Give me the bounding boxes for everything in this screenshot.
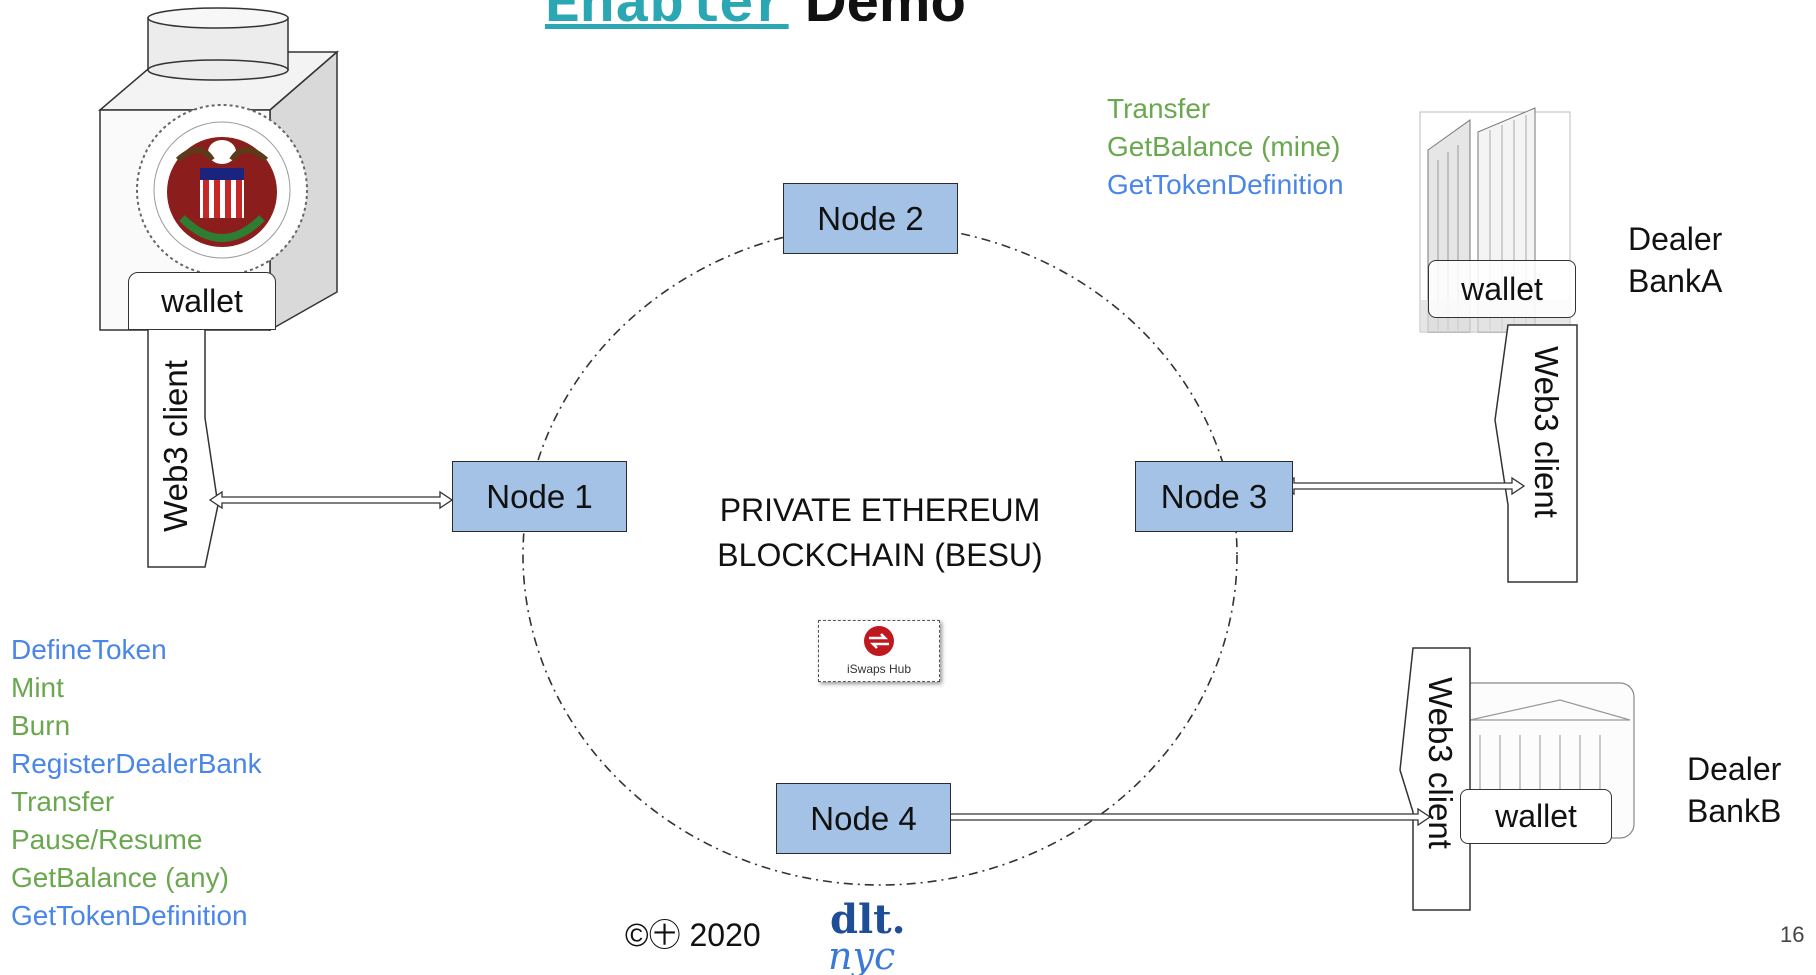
op-mint: Mint — [11, 672, 64, 703]
arrow-node3-banka — [1280, 476, 1526, 496]
page-number: 16 — [1780, 922, 1805, 947]
bank-a-label: Dealer BankA — [1628, 218, 1722, 302]
bank-a-label-line1: Dealer — [1628, 221, 1723, 257]
bank-b-wallet: wallet — [1460, 789, 1612, 844]
blockchain-label: PRIVATE ETHEREUM BLOCKCHAIN (BESU) — [640, 488, 1120, 578]
dlt-logo-top: dlt. — [830, 896, 906, 943]
blockchain-label-line2: BLOCKCHAIN (BESU) — [717, 537, 1043, 573]
dlt-logo-bottom: nyc — [828, 934, 895, 975]
node-1: Node 1 — [452, 461, 627, 532]
op-get-balance-any: GetBalance (any) — [11, 862, 229, 893]
bank-b-label-line2: BankB — [1687, 793, 1782, 829]
op-define-token: DefineToken — [11, 634, 167, 665]
bank-b-web3-client-label: Web3 client — [1422, 677, 1459, 849]
dlt-nyc-logo: dlt. nyc — [828, 896, 906, 975]
title-rest: Demo — [788, 0, 966, 34]
title-highlight: Enabler — [545, 0, 789, 39]
slide-title: Enabler Demo — [545, 0, 966, 39]
fed-web3-client-label: Web3 client — [157, 360, 194, 532]
dealer-operations-list: Transfer GetBalance (mine) GetTokenDefin… — [1107, 90, 1344, 204]
fed-wallet: wallet — [128, 272, 276, 330]
bank-b-label: Dealer BankB — [1687, 748, 1781, 832]
bank-a-label-line2: BankA — [1628, 263, 1723, 299]
arrow-fed-node1 — [208, 490, 454, 510]
op-pause-resume: Pause/Resume — [11, 824, 203, 855]
bank-a-web3-client-label: Web3 client — [1528, 346, 1565, 518]
svg-text:iSwaps Hub: iSwaps Hub — [847, 662, 911, 676]
op-burn: Burn — [11, 710, 71, 741]
op-transfer: Transfer — [11, 786, 115, 817]
copyright-notice: ©㊉ 2020 — [625, 917, 761, 953]
fed-operations-list: DefineToken Mint Burn RegisterDealerBank… — [11, 631, 262, 935]
arrow-node4-bankb — [936, 807, 1432, 827]
node-4: Node 4 — [776, 783, 951, 854]
iswaps-hub-logo: iSwaps Hub — [818, 620, 940, 682]
op-register-dealer-bank: RegisterDealerBank — [11, 748, 262, 779]
op-get-token-definition: GetTokenDefinition — [11, 900, 248, 931]
dealer-op-get-token-definition: GetTokenDefinition — [1107, 169, 1344, 200]
bank-b-label-line1: Dealer — [1687, 751, 1782, 787]
dealer-op-get-balance-mine: GetBalance (mine) — [1107, 131, 1341, 162]
node-2: Node 2 — [783, 183, 958, 254]
bank-a-client-shape — [1494, 324, 1578, 583]
iswaps-hub-icon: iSwaps Hub — [847, 626, 911, 676]
node-3: Node 3 — [1135, 461, 1293, 532]
blockchain-label-line1: PRIVATE ETHEREUM — [719, 492, 1041, 528]
dealer-op-transfer: Transfer — [1107, 93, 1211, 124]
bank-b-client-shape — [1399, 647, 1471, 911]
bank-a-wallet: wallet — [1428, 260, 1576, 318]
